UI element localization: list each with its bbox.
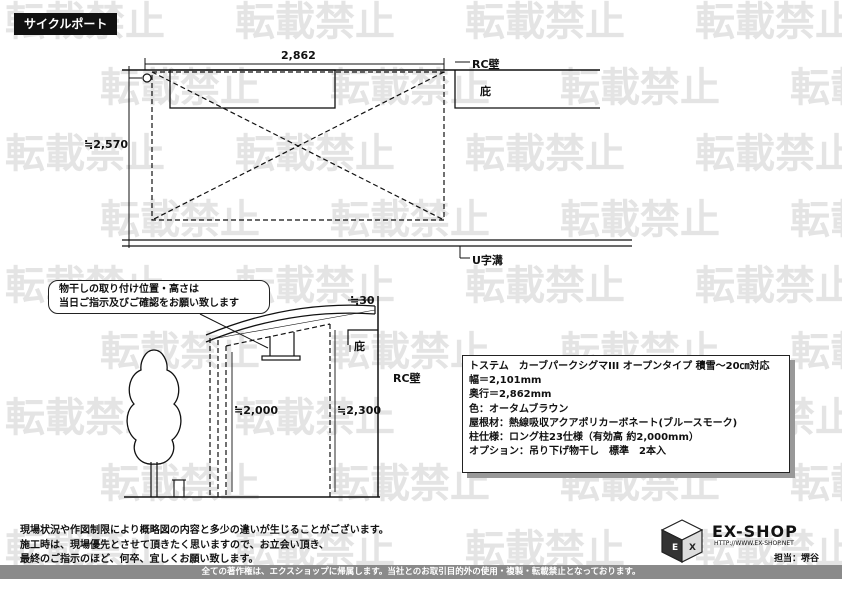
staff-label: 担当：堺谷 [774,554,820,564]
copyright-footer: 全ての著作権は、エクスショップに帰属します。当社とのお取引目的外の使用・複製・転… [0,565,842,579]
depth-dimension: ≒2,570 [84,138,129,151]
spec-line-option: オプション：吊り下げ物干し 標準 2本入 [469,446,666,458]
plan-view [122,58,632,259]
spec-line-depth: 奥行＝2,862mm [469,389,552,401]
logo-name: EX-SHOP [712,522,798,541]
dryer-callout: 物干しの取り付け位置・高さは 当日ご指示及びご確認をお願い致します [48,280,270,314]
note-line-2: 施工時は、現場優先とさせて頂きたく思いますので、お立会い頂き、 [20,539,329,551]
elevation-view [124,296,380,498]
logo-url: HTTP://WWW.EX-SHOP.NET [714,540,794,547]
cube-logo-icon: E X [660,519,704,563]
spec-line-width: 幅＝2,101mm [469,375,542,387]
width-dimension: 2,862 [281,49,316,62]
wall-label: RC壁 [472,58,500,71]
spec-line-roof: 屋根材：熱線吸収アクアポリカーボネート(ブルースモーク) [469,417,738,429]
spec-line-product: トステム カーブパークシグマIII オープンタイプ 積雪～20㎝対応 [469,361,770,372]
spec-box: トステム カーブパークシグマIII オープンタイプ 積雪～20㎝対応 幅＝2,1… [462,355,790,473]
callout-line-1: 物干しの取り付け位置・高さは [59,284,199,295]
spec-line-color: 色：オータムブラウン [469,403,569,415]
note-line-1: 現場状況や作図制限により概略図の内容と多少の違いが生じることがございます。 [20,525,389,536]
callout-line-2: 当日ご指示及びご確認をお願い致します [59,298,239,309]
spec-line-post: 柱仕様：ロング柱23仕様（有効高 約2,000mm） [469,432,699,444]
svg-text:X: X [689,543,696,553]
back-height-dimension: ≒2,300 [337,404,382,417]
front-height-dimension: ≒2,000 [234,404,279,417]
site-notes: 現場状況や作図制限により概略図の内容と多少の違いが生じることがございます。 施工… [20,524,389,568]
eave-label: 庇 [480,85,491,98]
elevation-wall-label: RC壁 [393,372,421,385]
note-line-3: 最終のご指示のほど、何卒、宜しくお願い致します。 [20,554,259,565]
gap-dimension: ≒30 [350,294,375,307]
page-title: サイクルポート [14,13,118,35]
elevation-eave-label: 庇 [354,340,365,353]
svg-text:E: E [672,543,678,553]
gutter-label: U字溝 [472,254,503,267]
